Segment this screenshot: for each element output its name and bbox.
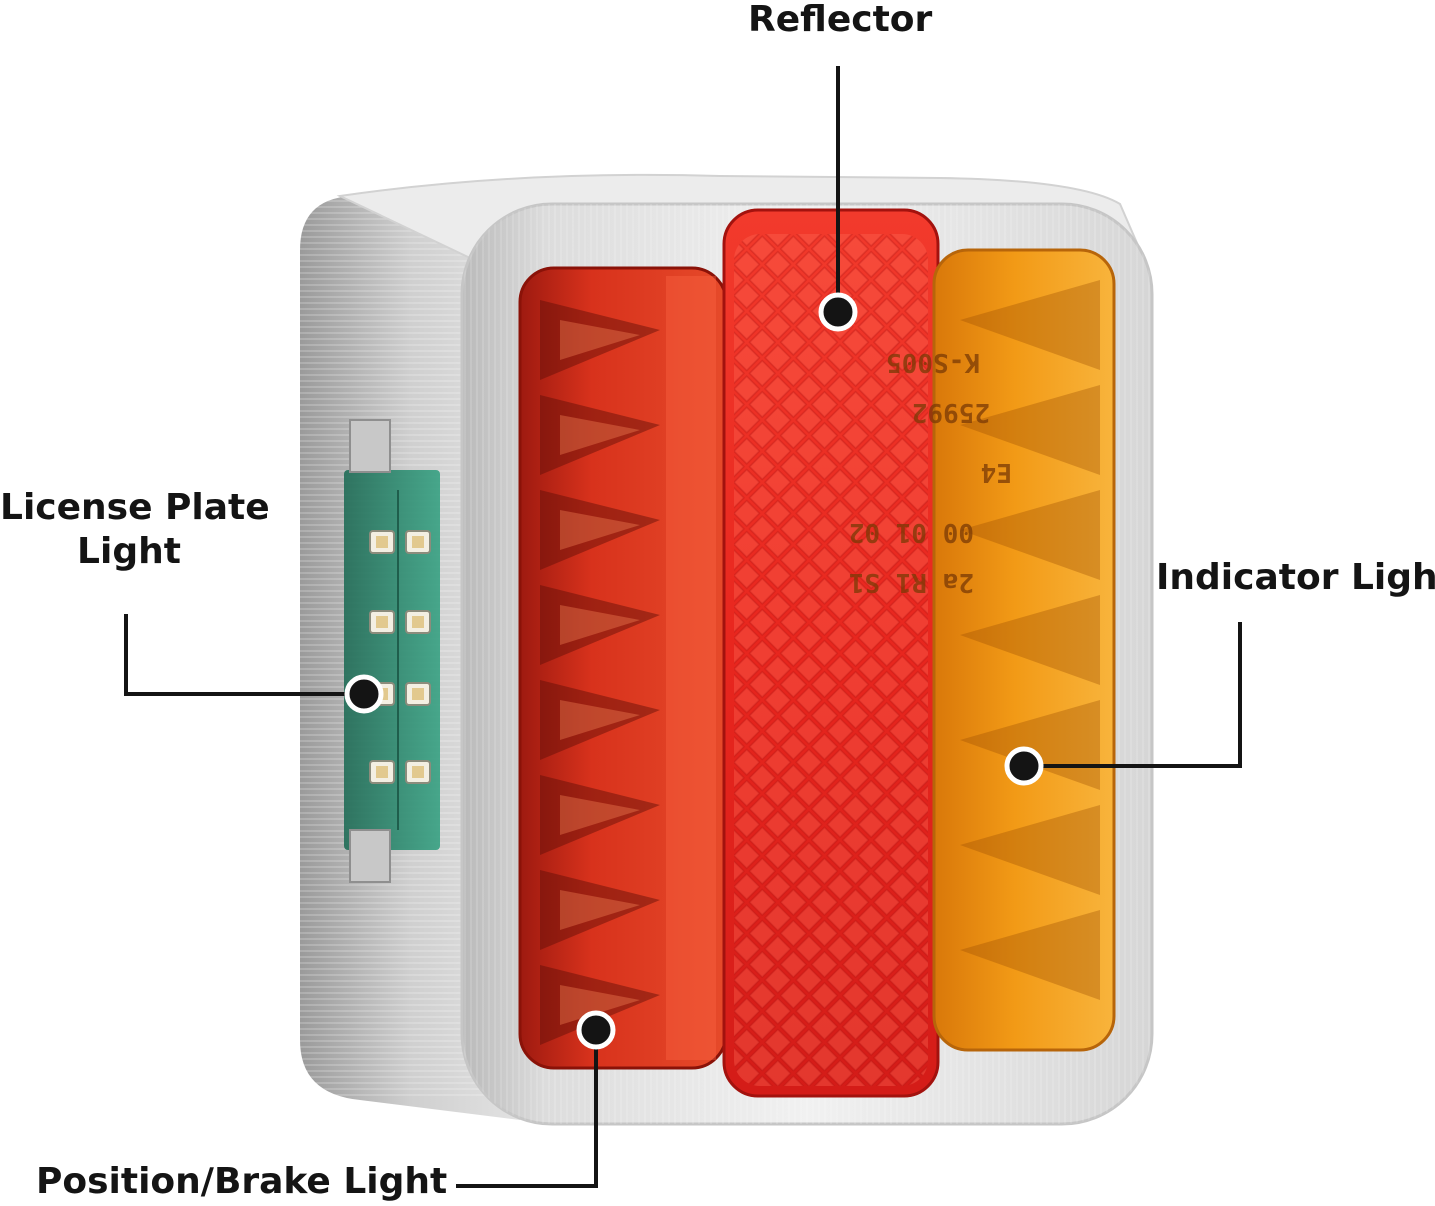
brake-led-highlight	[560, 890, 640, 930]
leader-indicator	[1024, 622, 1242, 768]
brake-led-highlight	[560, 795, 640, 835]
lens-markings: K-S005 25992 E4 00 01 02 2a R1 S1	[849, 347, 1012, 597]
brake-led-highlight	[560, 510, 640, 550]
pcb-led-core	[412, 616, 424, 628]
brake-led-highlight	[560, 700, 640, 740]
pcb-led-core	[412, 536, 424, 548]
indicator-light-lens: K-S005 25992 E4 00 01 02 2a R1 S1	[849, 248, 1116, 1052]
pointer-dots	[344, 292, 1044, 1050]
label-reflector: Reflector	[748, 0, 933, 40]
indicator-led-cone	[960, 490, 1100, 580]
brake-led-highlight	[560, 985, 640, 1025]
brake-led-cone	[540, 870, 660, 950]
label-license-plate-line1: License Plate	[0, 487, 270, 528]
label-position-brake-light: Position/Brake Light	[36, 1161, 448, 1202]
label-indicator-light: Indicator Light	[1156, 557, 1435, 598]
indicator-led-cone	[960, 385, 1100, 475]
license-plate-light-pcb	[344, 419, 440, 883]
marking-code: K-S005	[886, 347, 980, 377]
reflector-lens	[722, 208, 940, 1098]
leader-position-brake	[456, 1030, 598, 1188]
dot-reflector	[818, 292, 858, 332]
pcb-led-core	[376, 536, 388, 548]
pcb-led-core	[412, 766, 424, 778]
brake-led-highlight	[560, 415, 640, 455]
indicator-led-cone	[960, 805, 1100, 895]
label-license-plate-light: License Plate Light	[0, 486, 270, 574]
pcb-led-core	[376, 766, 388, 778]
indicator-led-cone	[960, 595, 1100, 685]
marking-regulation: 00 01 02	[849, 517, 974, 547]
dot-indicator	[1004, 746, 1044, 786]
brake-led-highlight	[560, 605, 640, 645]
position-brake-light-lens	[518, 266, 728, 1070]
leader-license-plate	[124, 614, 364, 696]
brake-led-cone	[540, 490, 660, 570]
pcb-led-array	[369, 530, 431, 784]
brake-led-highlight	[560, 320, 640, 360]
pcb-led-core	[376, 616, 388, 628]
marking-number: 25992	[912, 397, 990, 427]
indicator-led-cone	[960, 910, 1100, 1000]
brake-led-cone	[540, 585, 660, 665]
indicator-led-cone	[960, 280, 1100, 370]
label-license-plate-line2: Light	[77, 531, 181, 572]
brake-led-cone	[540, 395, 660, 475]
dot-license-plate	[344, 674, 384, 714]
pcb-led-core	[412, 688, 424, 700]
brake-led-cone	[540, 965, 660, 1045]
leader-lines	[124, 66, 1242, 1188]
marking-approval: E4	[981, 457, 1012, 487]
brake-led-cone	[540, 680, 660, 760]
brake-led-cone	[540, 300, 660, 380]
marking-category: 2a R1 S1	[849, 567, 974, 597]
dot-position-brake	[576, 1010, 616, 1050]
brake-led-cone	[540, 775, 660, 855]
